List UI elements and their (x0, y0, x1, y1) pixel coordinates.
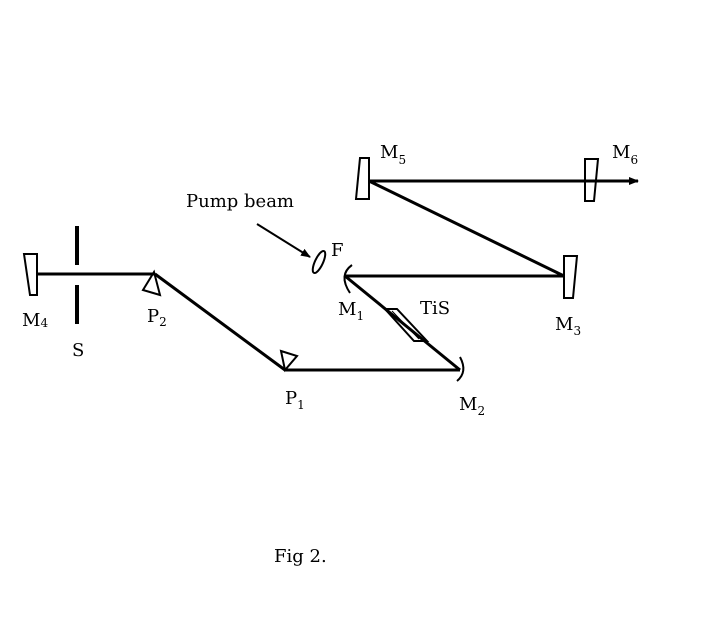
mirror-m3 (563, 255, 579, 299)
beam-m3-m5 (368, 179, 565, 278)
tis-crystal (382, 308, 430, 342)
prism-p2 (141, 269, 162, 297)
m3-label: M3 (555, 314, 581, 338)
tis-label: TiS (420, 298, 450, 319)
mirror-m2 (456, 356, 465, 382)
p1-label: P1 (285, 388, 305, 412)
m5-label: M5 (380, 142, 406, 167)
tis-crystal-inner (391, 310, 420, 340)
s-label: S (72, 340, 84, 361)
m2-label: M2 (459, 394, 485, 418)
mirror-m1 (343, 264, 353, 294)
pump-beam-label: Pump beam (186, 191, 294, 212)
lens-f (311, 249, 327, 275)
beam-p2-p1 (154, 272, 286, 372)
mirror-m5 (354, 157, 370, 200)
mirror-m6 (584, 158, 600, 202)
beam-m2-m1 (344, 274, 461, 372)
pump-beam-arrow (256, 223, 311, 258)
p2-label: P2 (147, 306, 167, 329)
figure-caption: Fig 2. (274, 546, 327, 567)
mirror-m4 (22, 253, 38, 296)
prism-p1 (279, 349, 299, 373)
m6-label: M6 (612, 142, 638, 167)
m4-label: M4 (22, 310, 48, 331)
m1-label: M1 (338, 299, 364, 323)
f-label: F (331, 240, 344, 261)
